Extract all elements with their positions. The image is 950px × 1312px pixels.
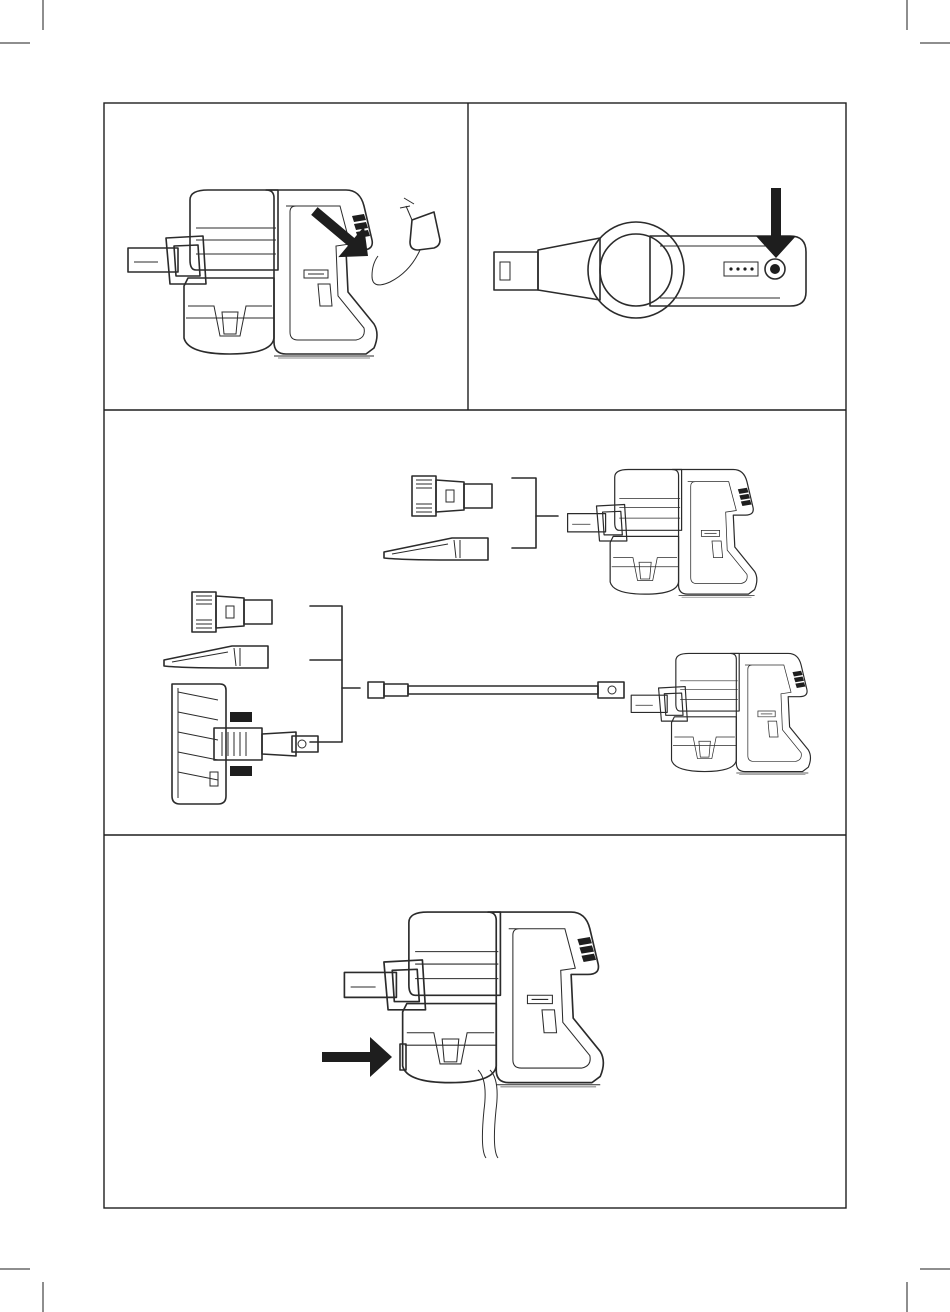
floor-head-illustration — [172, 684, 318, 804]
panel-charge-connect — [128, 190, 440, 358]
arrow-icon — [756, 188, 796, 258]
extension-tube-illustration — [368, 682, 624, 698]
vacuum-illustration — [568, 470, 757, 598]
charger-adapter-icon — [372, 198, 440, 285]
vacuum-illustration — [128, 190, 377, 358]
mini-brush-illustration — [192, 592, 272, 632]
panel-accessory-attach — [164, 470, 810, 804]
panel-dust-bin-release — [322, 912, 603, 1158]
crevice-tool-illustration — [164, 646, 268, 668]
bracket-icon — [512, 478, 558, 548]
bracket-icon — [310, 606, 360, 742]
panel-power-button — [494, 188, 806, 318]
crevice-tool-illustration — [384, 538, 488, 560]
charger-cable-illustration — [478, 1070, 498, 1158]
vacuum-illustration — [631, 653, 810, 774]
mini-brush-illustration — [412, 476, 492, 516]
arrow-icon — [322, 1037, 392, 1077]
power-button-icon — [765, 259, 785, 279]
